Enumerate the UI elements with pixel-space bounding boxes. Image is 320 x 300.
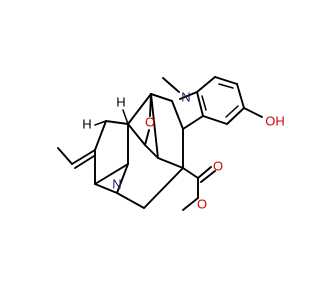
ester-group: O O <box>182 158 223 211</box>
ether-oxygen-group: O <box>144 93 155 146</box>
structure-canvas: N OH <box>57 76 285 212</box>
ethylidene-group <box>57 147 96 169</box>
bridgehead-nitrogen-label: N <box>112 176 121 191</box>
indole-nitrogen-label: N <box>181 89 190 104</box>
hydroxyl-group: OH <box>243 107 285 128</box>
aromatic-ring <box>196 76 245 125</box>
polycyclic-core <box>94 93 204 209</box>
stereo-hydrogen-left-label: H <box>82 116 91 131</box>
bridgehead-nitrogen-group: N <box>112 176 121 191</box>
indole-nitrogen-group: N <box>150 77 198 104</box>
hydroxyl-label: OH <box>265 113 285 128</box>
ester-oxygen-label: O <box>197 196 207 211</box>
molecule-structure: N OH <box>57 76 285 211</box>
ether-oxygen-label: O <box>145 114 155 129</box>
stereo-hydrogen-right-label: H <box>116 94 125 109</box>
carbonyl-oxygen-label: O <box>213 158 223 173</box>
stereo-hydrogens: H H <box>82 94 129 131</box>
